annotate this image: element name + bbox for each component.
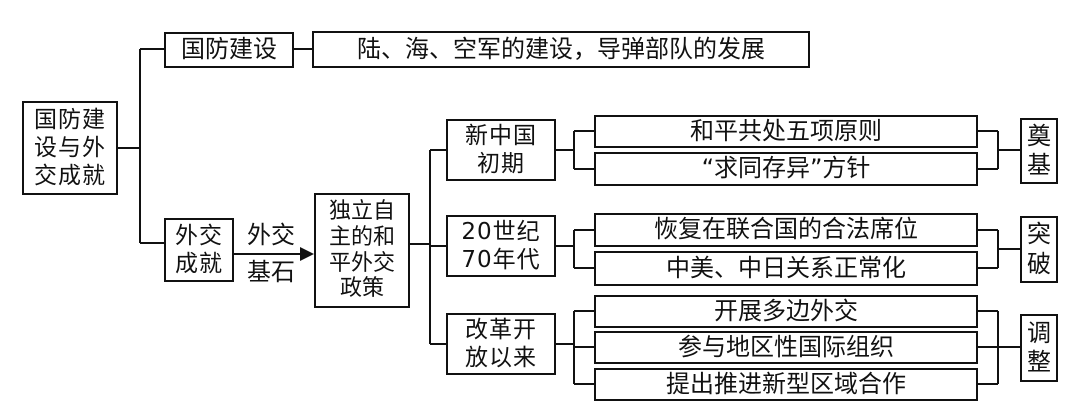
summary-foundation: 奠 基	[1020, 118, 1058, 184]
item-new-regional-cooperation: 提出推进新型区域合作	[594, 368, 978, 401]
defense-node: 国防建设	[164, 32, 294, 68]
connector-period-3-items	[574, 310, 594, 385]
connector-summary-1-items	[978, 130, 998, 170]
connector-summary-2-items	[978, 229, 998, 269]
summary-adjustment: 调 整	[1020, 314, 1058, 382]
item-un-seat-restored: 恢复在联合国的合法席位	[594, 213, 978, 247]
connector-period-2-items	[574, 229, 594, 269]
defense-detail-node: 陆、海、空军的建设，导弹部队的发展	[312, 31, 810, 68]
connector-summary-3-items	[978, 310, 998, 385]
foundation-label-top: 外交	[247, 221, 295, 249]
item-multilateral-diplomacy: 开展多边外交	[594, 295, 978, 328]
arrow-head	[300, 247, 314, 261]
period-node-early-prc: 新中国 初期	[446, 119, 556, 181]
foundation-label-bottom: 基石	[247, 258, 295, 286]
period-node-1970s: 20世纪 70年代	[446, 215, 556, 277]
item-regional-organizations: 参与地区性国际组织	[594, 331, 978, 364]
policy-node: 独立自 主的和 平外交 政策	[314, 193, 410, 308]
summary-breakthrough: 突 破	[1020, 216, 1058, 283]
root-node: 国防建 设与外 交成就	[22, 101, 118, 195]
connector-period-1-items	[574, 130, 594, 170]
item-five-principles: 和平共处五项原则	[594, 115, 978, 148]
diplomacy-node: 外交 成就	[164, 218, 234, 282]
item-us-japan-normalization: 中美、中日关系正常化	[594, 251, 978, 286]
item-seek-common-ground: “求同存异”方针	[594, 152, 978, 186]
period-node-reform-era: 改革开 放以来	[446, 313, 556, 375]
